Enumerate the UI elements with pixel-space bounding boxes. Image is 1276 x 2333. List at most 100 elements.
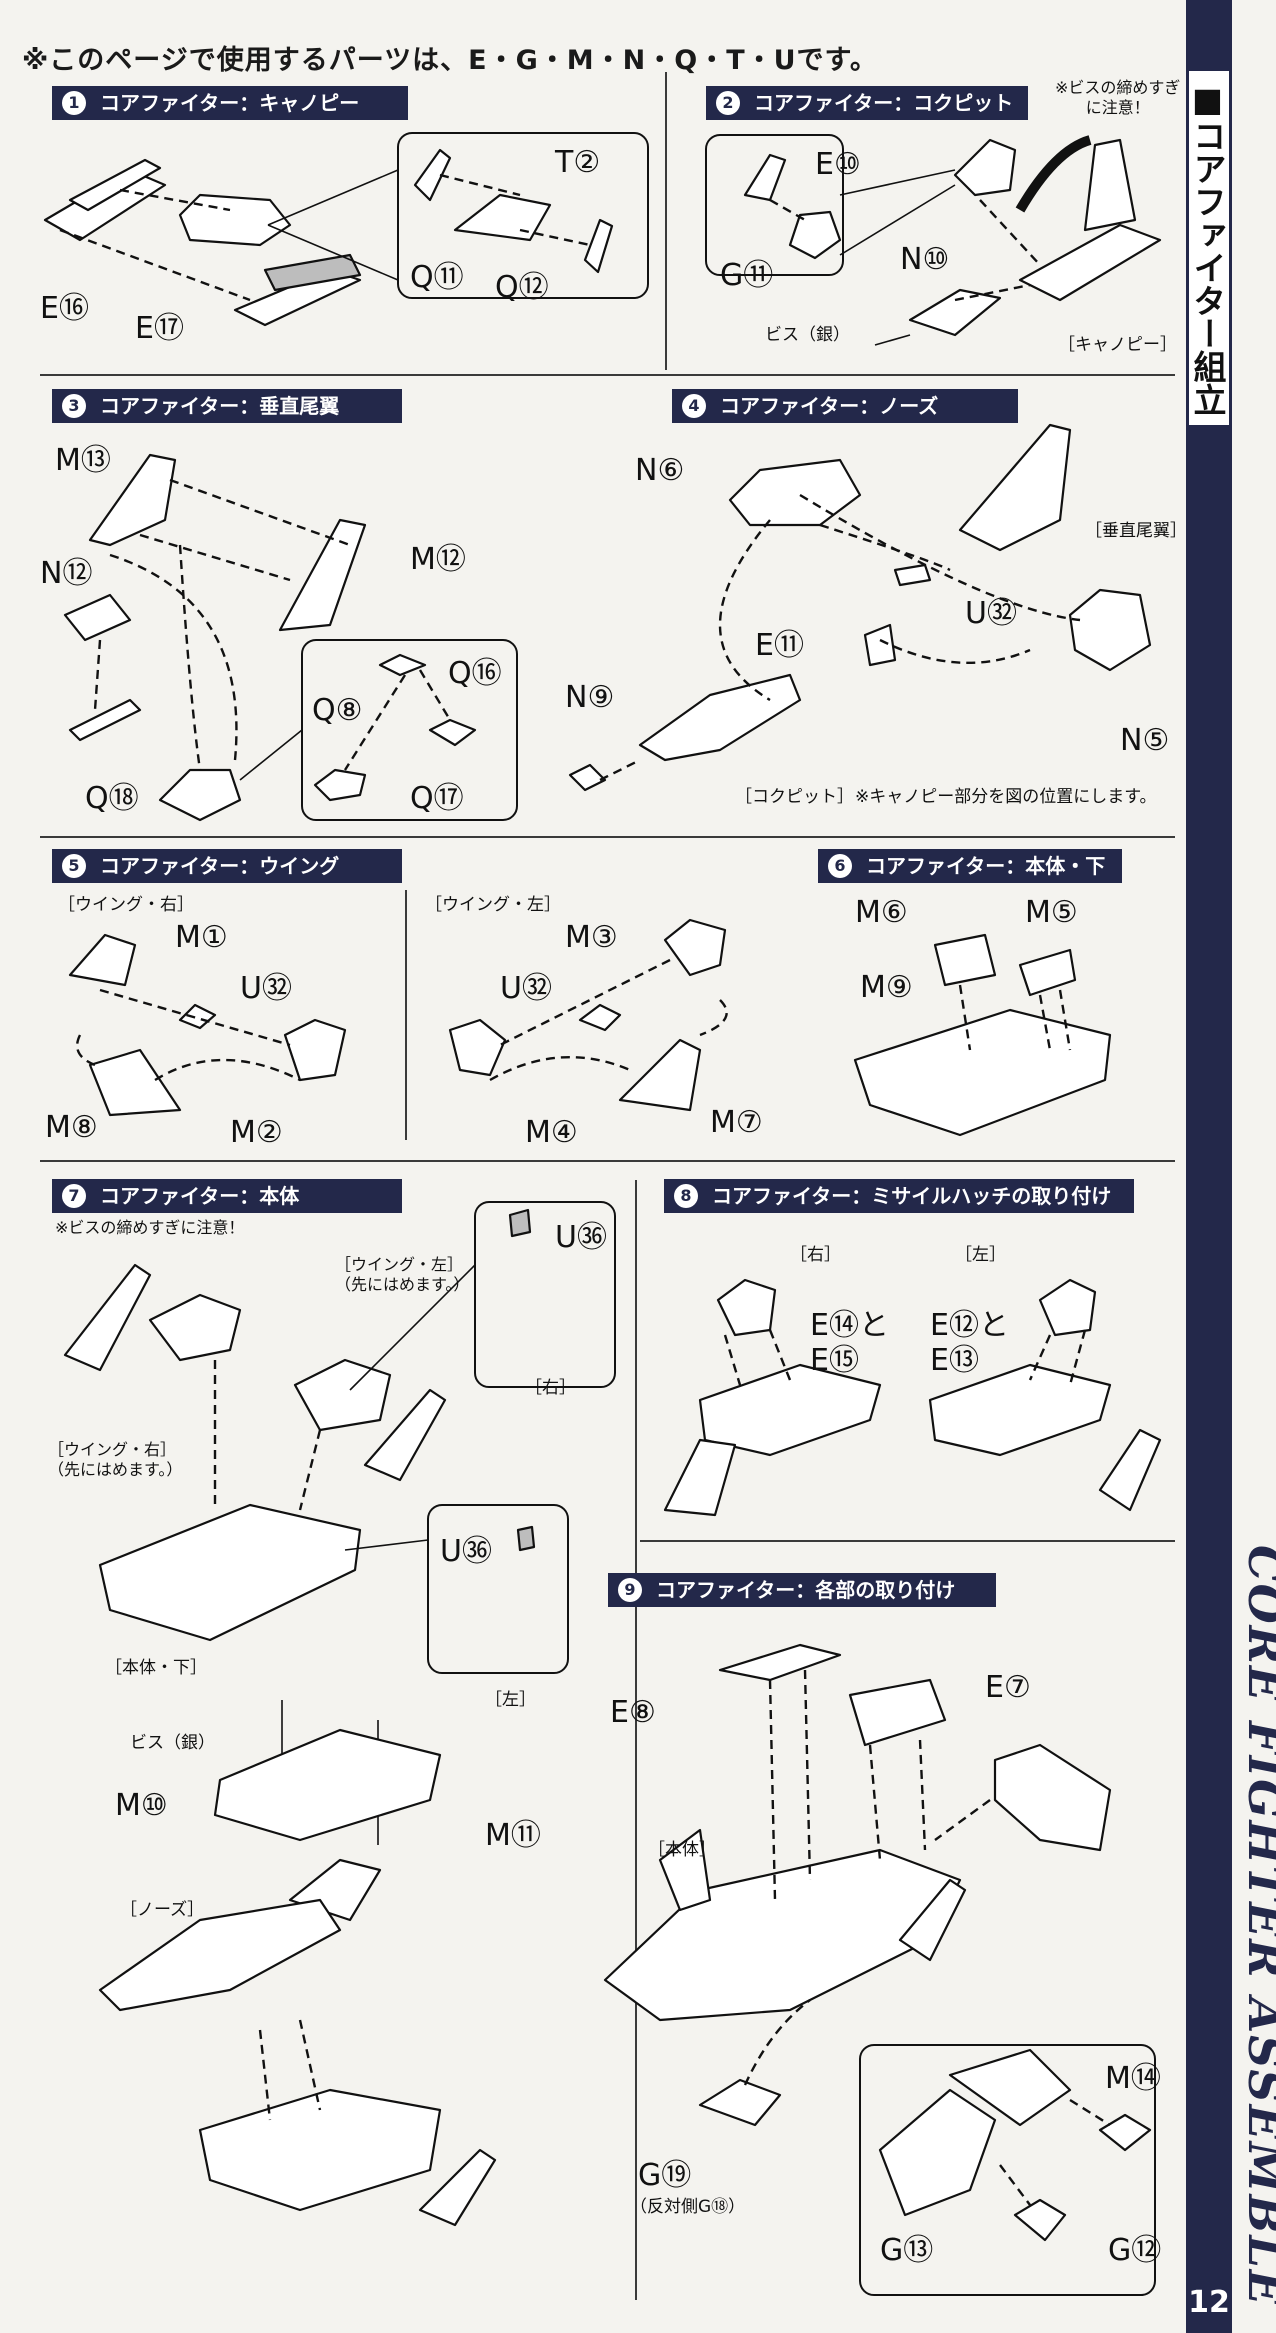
label-n12: N⑫ bbox=[40, 556, 93, 591]
column-divider bbox=[635, 1180, 637, 2300]
side-title: ■コアファイター組立 bbox=[1188, 80, 1227, 416]
step-2-header: 2 コアファイター：コクピット bbox=[706, 86, 1028, 120]
label-m5: M⑤ bbox=[1025, 895, 1078, 930]
label-t2: T② bbox=[555, 145, 601, 180]
label-g18-opposite: （反対側G⑱） bbox=[630, 2197, 746, 2217]
column-divider bbox=[405, 890, 407, 1140]
step-7-diagram bbox=[63, 1201, 616, 2227]
label-g13: G⑬ bbox=[880, 2233, 934, 2268]
label-vertical-tail: ［垂直尾翼］ bbox=[1085, 521, 1187, 541]
label-e12: E⑫と bbox=[930, 1308, 1009, 1343]
label-body-lower: ［本体・下］ bbox=[105, 1658, 207, 1678]
step-title: コアファイター：垂直尾翼 bbox=[100, 394, 340, 418]
side-title-box bbox=[1186, 68, 1232, 428]
label-e11: E⑪ bbox=[755, 628, 804, 663]
step-4-header: 4 コアファイター：ノーズ bbox=[672, 389, 1018, 423]
section-divider bbox=[40, 374, 1175, 376]
label-m12: M⑫ bbox=[410, 542, 466, 577]
step-8-diagram bbox=[663, 1278, 1162, 1517]
label-q16: Q⑯ bbox=[448, 656, 502, 691]
label-q12: Q⑫ bbox=[495, 270, 549, 305]
label-n6: N⑥ bbox=[635, 453, 685, 488]
step-title: コアファイター：本体 bbox=[100, 1184, 300, 1208]
label-left-8: ［左］ bbox=[955, 1245, 1006, 1265]
label-m13: M⑬ bbox=[55, 443, 111, 478]
label-q17: Q⑰ bbox=[410, 781, 464, 816]
step-title: コアファイター：キャノピー bbox=[100, 91, 360, 115]
step-5-header: 5 コアファイター：ウイング bbox=[52, 849, 402, 883]
label-u32-right: U㉜ bbox=[240, 971, 292, 1006]
step-number: 2 bbox=[716, 91, 740, 115]
label-e17: E⑰ bbox=[135, 311, 184, 346]
screw-caution-note-7: ※ビスの締めすぎに注意！ bbox=[55, 1218, 245, 1237]
label-m7: M⑦ bbox=[710, 1105, 763, 1140]
step-number: 1 bbox=[62, 91, 86, 115]
label-m6: M⑥ bbox=[855, 895, 908, 930]
page-number: 12 bbox=[1186, 2272, 1232, 2333]
column-divider bbox=[665, 72, 667, 370]
label-g11: G⑪ bbox=[720, 258, 774, 293]
side-english-title: CORE FIGHTER ASSEMBLE bbox=[1238, 1545, 1276, 2307]
label-body: ［本体］ bbox=[648, 1840, 716, 1860]
label-nose: ［ノーズ］ bbox=[120, 1900, 205, 1920]
canopy-position-note: ※キャノピー部分を図の位置にします。 bbox=[855, 787, 1157, 807]
step-number: 7 bbox=[62, 1184, 86, 1208]
label-n9: N⑨ bbox=[565, 680, 615, 715]
label-m3: M③ bbox=[565, 920, 618, 955]
label-e7: E⑦ bbox=[985, 1670, 1031, 1705]
label-m2: M② bbox=[230, 1115, 283, 1150]
label-right-detail: ［右］ bbox=[525, 1378, 576, 1398]
step-number: 3 bbox=[62, 394, 86, 418]
label-n5: N⑤ bbox=[1120, 723, 1170, 758]
label-m8: M⑧ bbox=[45, 1110, 98, 1145]
section-divider bbox=[40, 1160, 1175, 1162]
label-wing-left: ［ウイング・左］ bbox=[425, 895, 561, 915]
step-2-diagram bbox=[705, 134, 1162, 346]
label-left-detail: ［左］ bbox=[485, 1690, 536, 1710]
step-3-diagram bbox=[63, 453, 518, 822]
step-1-diagram bbox=[43, 132, 649, 327]
section-divider bbox=[40, 836, 1175, 838]
step-1-header: 1 コアファイター：キャノピー bbox=[52, 86, 408, 120]
step-8-header: 8 コアファイター：ミサイルハッチの取り付け bbox=[664, 1179, 1134, 1213]
label-q8: Q⑧ bbox=[312, 693, 363, 728]
step-title: コアファイター：ノーズ bbox=[720, 394, 939, 418]
label-m9: M⑨ bbox=[860, 970, 913, 1005]
step-number: 6 bbox=[828, 854, 852, 878]
section-divider bbox=[640, 1540, 1175, 1542]
label-q18: Q⑱ bbox=[85, 781, 139, 816]
step-number: 4 bbox=[682, 394, 706, 418]
label-m4: M④ bbox=[525, 1115, 578, 1150]
label-e8: E⑧ bbox=[610, 1695, 656, 1730]
step-9-header: 9 コアファイター：各部の取り付け bbox=[608, 1573, 996, 1607]
step-4-diagram bbox=[568, 423, 1152, 792]
step-title: コアファイター：各部の取り付け bbox=[656, 1578, 956, 1602]
label-wing-right-first: ［ウイング・右］ （先にはめます。） bbox=[48, 1440, 183, 1479]
label-right-8: ［右］ bbox=[790, 1245, 841, 1265]
label-u32: U㉜ bbox=[965, 596, 1017, 631]
step-number: 5 bbox=[62, 854, 86, 878]
label-g19: G⑲ bbox=[638, 2158, 692, 2193]
step-6-header: 6 コアファイター：本体・下 bbox=[818, 849, 1122, 883]
step-3-header: 3 コアファイター：垂直尾翼 bbox=[52, 389, 402, 423]
step-7-header: 7 コアファイター：本体 bbox=[52, 1179, 402, 1213]
step-number: 8 bbox=[674, 1184, 698, 1208]
step-9-diagram bbox=[603, 1643, 1156, 2296]
label-wing-left-first: ［ウイング・左］ （先にはめます。） bbox=[335, 1255, 470, 1294]
label-n10: N⑩ bbox=[900, 242, 950, 277]
label-screw-silver-7: ビス（銀） bbox=[130, 1733, 215, 1753]
label-u36-left: U㊱ bbox=[440, 1534, 492, 1569]
screw-caution-note: ※ビスの締めすぎ に注意！ bbox=[1055, 78, 1181, 117]
label-m11: M⑪ bbox=[485, 1818, 541, 1853]
label-e13: E⑬ bbox=[930, 1343, 979, 1378]
parts-used-note: ※このページで使用するパーツは、E・G・M・N・Q・T・Uです。 bbox=[22, 45, 878, 76]
label-m10: M⑩ bbox=[115, 1788, 168, 1823]
label-cockpit: ［コクピット］ bbox=[735, 787, 854, 807]
label-e14: E⑭と bbox=[810, 1308, 889, 1343]
step-number: 9 bbox=[618, 1578, 642, 1602]
label-q11: Q⑪ bbox=[410, 260, 464, 295]
label-u36-right: U㊱ bbox=[555, 1220, 607, 1255]
label-wing-right: ［ウイング・右］ bbox=[58, 895, 194, 915]
step-title: コアファイター：ウイング bbox=[100, 854, 340, 878]
